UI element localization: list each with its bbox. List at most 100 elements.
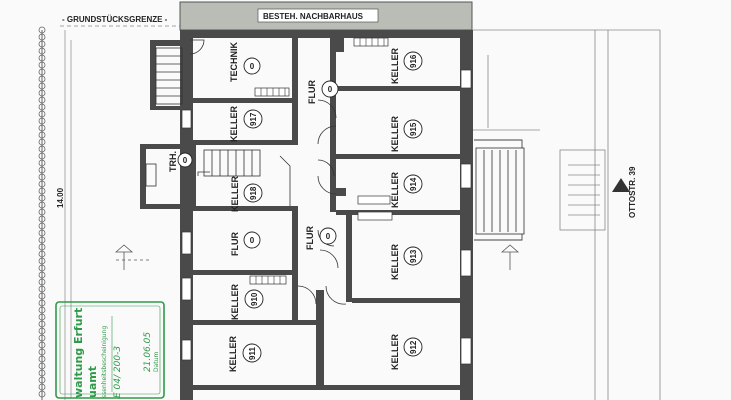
boundary-dot bbox=[38, 152, 46, 160]
svg-text:917: 917 bbox=[249, 112, 258, 126]
doors bbox=[189, 39, 347, 305]
svg-text:KELLER: KELLER bbox=[390, 171, 400, 208]
boundary-dot bbox=[38, 75, 46, 83]
boundary-dot bbox=[38, 383, 46, 391]
street-arrow-icon bbox=[612, 178, 630, 192]
interior-stair bbox=[145, 47, 261, 187]
boundary-dot bbox=[38, 369, 46, 377]
grundstuecksgrenze-label: - GRUNDSTÜCKSGRENZE - bbox=[62, 15, 168, 24]
boundary-dot bbox=[38, 285, 46, 293]
boundary-dot bbox=[38, 327, 46, 335]
boundary-dot bbox=[38, 103, 46, 111]
stamp-line3: ssenheitsbescheinigung bbox=[101, 326, 108, 398]
boundary-dot bbox=[38, 362, 46, 370]
boundary-dot bbox=[38, 40, 46, 48]
boundary-dot bbox=[38, 292, 46, 300]
svg-text:911: 911 bbox=[248, 347, 257, 360]
svg-text:918: 918 bbox=[249, 186, 258, 200]
room-keller-911: KELLER 911 bbox=[228, 335, 262, 372]
boundary-dot bbox=[38, 341, 46, 349]
property-boundary bbox=[38, 26, 46, 400]
boundary-dot bbox=[38, 117, 46, 125]
svg-text:TECHNIK: TECHNIK bbox=[229, 42, 239, 82]
room-flur-left: FLUR 0 bbox=[230, 232, 261, 256]
room-keller-914: KELLER 914 bbox=[390, 171, 423, 208]
neighbour-house-box bbox=[257, 8, 379, 23]
boundary-dot bbox=[38, 320, 46, 328]
boundary-dot bbox=[38, 222, 46, 230]
boundary-dot bbox=[38, 187, 46, 195]
boundary-dot bbox=[38, 355, 46, 363]
svg-text:KELLER: KELLER bbox=[230, 283, 240, 320]
approval-stamp: waltung Erfurt uamt ssenheitsbescheinigu… bbox=[55, 301, 165, 399]
room-technik: TECHNIK 0 bbox=[229, 42, 261, 82]
room-keller-913: KELLER 913 bbox=[390, 243, 423, 280]
svg-text:916: 916 bbox=[409, 54, 418, 68]
boundary-dot bbox=[38, 47, 46, 55]
street-label: OTTOSTR. 39 bbox=[628, 166, 637, 218]
boundary-dot bbox=[38, 68, 46, 76]
boundary-dot bbox=[38, 243, 46, 251]
room-keller-918: KELLER 918 bbox=[230, 175, 263, 212]
svg-text:914: 914 bbox=[409, 177, 418, 191]
room-keller-917: KELLER 917 bbox=[229, 105, 263, 142]
room-keller-916: KELLER 916 bbox=[390, 47, 423, 84]
svg-text:FLUR: FLUR bbox=[305, 226, 315, 250]
boundary-dot bbox=[38, 145, 46, 153]
north-arrow-icon bbox=[114, 244, 520, 270]
boundary-dot bbox=[38, 110, 46, 118]
svg-text:KELLER: KELLER bbox=[228, 335, 238, 372]
boundary-dot bbox=[38, 124, 46, 132]
boundary-dot bbox=[38, 334, 46, 342]
svg-text:913: 913 bbox=[409, 249, 418, 263]
room-keller-910: KELLER 910 bbox=[230, 283, 264, 320]
svg-text:KELLER: KELLER bbox=[390, 243, 400, 280]
svg-text:TRH.: TRH. bbox=[168, 151, 178, 172]
svg-text:KELLER: KELLER bbox=[229, 105, 239, 142]
svg-text:912: 912 bbox=[409, 340, 418, 354]
boundary-dot bbox=[38, 271, 46, 279]
svg-text:0: 0 bbox=[250, 236, 255, 245]
room-keller-912: KELLER 912 bbox=[390, 333, 423, 370]
stamp-line2: uamt bbox=[86, 366, 99, 398]
svg-text:0: 0 bbox=[250, 62, 255, 71]
stamp-date: 21.06.05 bbox=[143, 332, 153, 372]
boundary-dot bbox=[38, 82, 46, 90]
svg-text:0: 0 bbox=[326, 232, 331, 241]
svg-text:FLUR: FLUR bbox=[230, 232, 240, 256]
boundary-dot bbox=[38, 33, 46, 41]
boundary-dot bbox=[38, 138, 46, 146]
boundary-dot bbox=[38, 61, 46, 69]
stamp-ref: E 04/ 200-3 bbox=[113, 346, 123, 398]
stamp-line1: waltung Erfurt bbox=[72, 308, 85, 398]
boundary-dot bbox=[38, 236, 46, 244]
street-lines bbox=[472, 29, 661, 400]
boundary-dot bbox=[38, 173, 46, 181]
boundary-dot bbox=[38, 215, 46, 223]
boundary-dot bbox=[38, 348, 46, 356]
boundary-dot bbox=[38, 313, 46, 321]
boundary-dot bbox=[38, 250, 46, 258]
vent-ticks bbox=[255, 38, 385, 284]
boundary-dot bbox=[38, 278, 46, 286]
stamp-date-caption: Datum bbox=[153, 352, 160, 372]
boundary-dot bbox=[38, 201, 46, 209]
windows bbox=[181, 69, 472, 365]
svg-text:KELLER: KELLER bbox=[230, 175, 240, 212]
neighbour-house-label: BESTEH. NACHBARHAUS bbox=[263, 12, 364, 21]
svg-text:0: 0 bbox=[328, 85, 333, 94]
boundary-dot bbox=[38, 376, 46, 384]
svg-text:KELLER: KELLER bbox=[390, 47, 400, 84]
boundary-dot bbox=[38, 26, 46, 34]
boundary-dot bbox=[38, 131, 46, 139]
svg-text:KELLER: KELLER bbox=[390, 333, 400, 370]
boundary-dot bbox=[38, 257, 46, 265]
boundary-dot bbox=[38, 264, 46, 272]
boundary-dot bbox=[38, 229, 46, 237]
exterior-stair bbox=[474, 139, 525, 241]
boundary-dot bbox=[38, 306, 46, 314]
room-trh: TRH. 0 bbox=[168, 151, 193, 172]
svg-text:FLUR: FLUR bbox=[307, 80, 317, 104]
room-keller-915: KELLER 915 bbox=[390, 115, 423, 152]
svg-text:910: 910 bbox=[250, 292, 259, 306]
